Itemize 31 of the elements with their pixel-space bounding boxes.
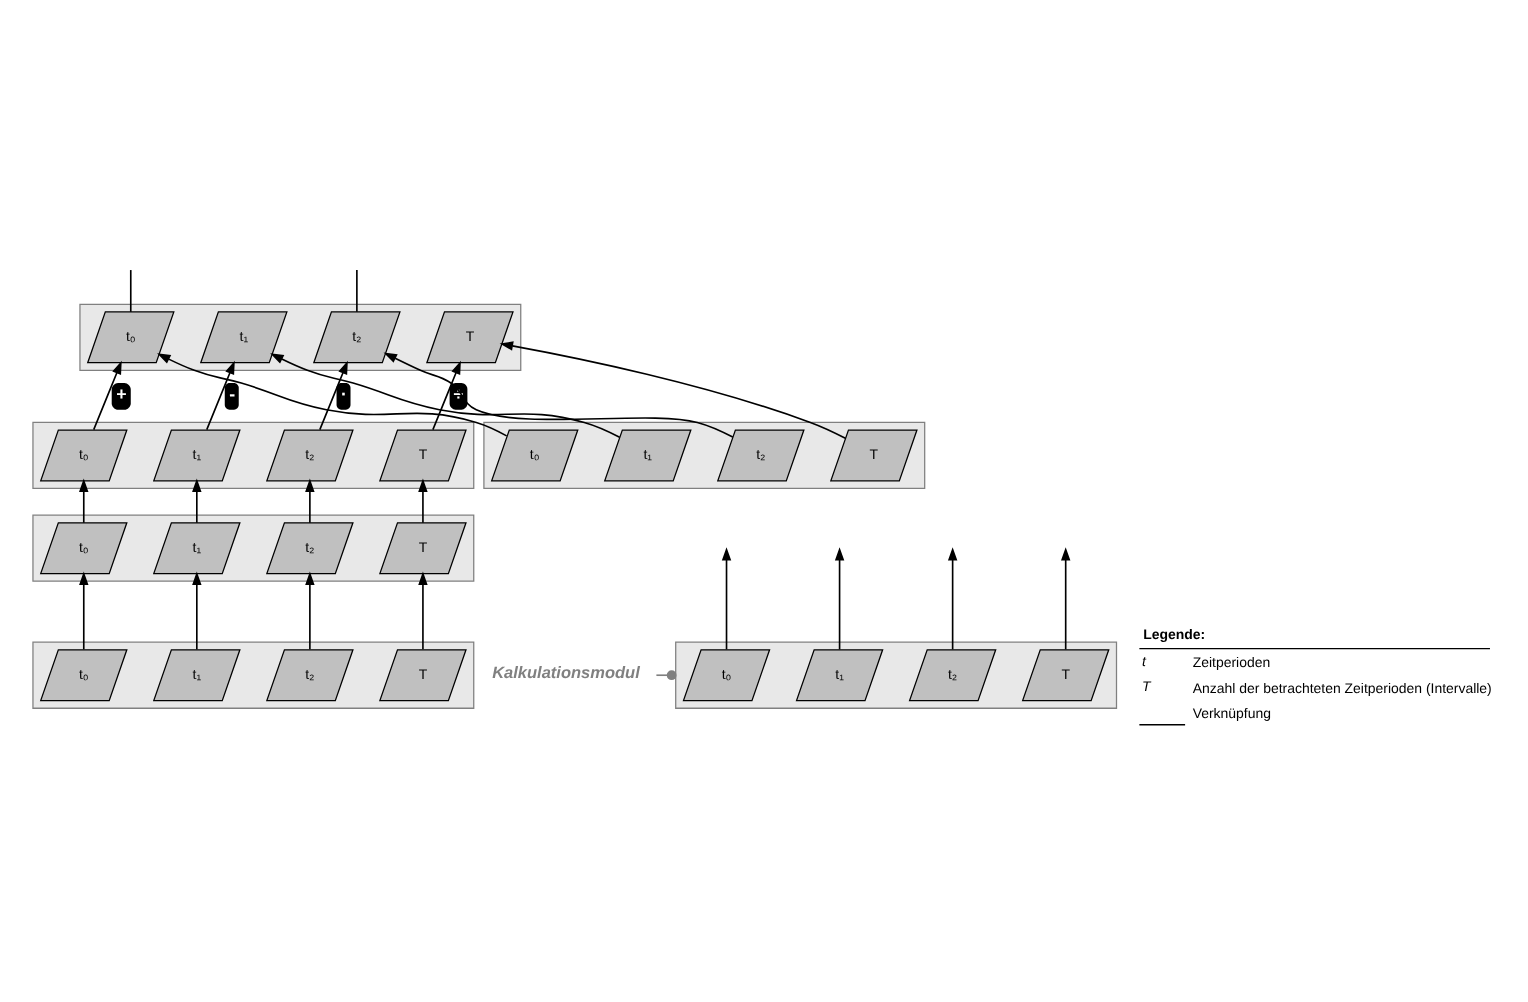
arrow xyxy=(432,359,461,430)
cluster xyxy=(32,640,475,708)
arrow xyxy=(319,359,348,430)
arrow xyxy=(92,359,122,430)
cluster xyxy=(675,640,1118,708)
edge-label: · xyxy=(341,383,347,404)
edge-label: - xyxy=(229,383,236,404)
arrow xyxy=(383,351,734,437)
arrow xyxy=(418,570,428,650)
arrow xyxy=(157,352,508,436)
cluster xyxy=(483,420,926,489)
arrow xyxy=(79,570,89,650)
arrow xyxy=(192,477,202,523)
connector xyxy=(356,268,358,312)
cluster xyxy=(79,302,522,370)
arrow xyxy=(205,359,235,430)
arrow xyxy=(79,477,89,523)
arrow xyxy=(1060,546,1071,650)
connector xyxy=(655,669,677,680)
connector xyxy=(129,268,132,312)
arrow xyxy=(305,570,315,650)
arrow xyxy=(499,340,847,439)
arrow xyxy=(418,477,428,523)
arrow xyxy=(947,546,958,650)
arrow xyxy=(305,477,315,523)
arrow xyxy=(834,546,845,650)
edge-label: + xyxy=(116,383,127,404)
cluster xyxy=(32,513,475,581)
arrow xyxy=(270,352,621,438)
arrow xyxy=(721,546,732,650)
arrow xyxy=(192,570,202,650)
